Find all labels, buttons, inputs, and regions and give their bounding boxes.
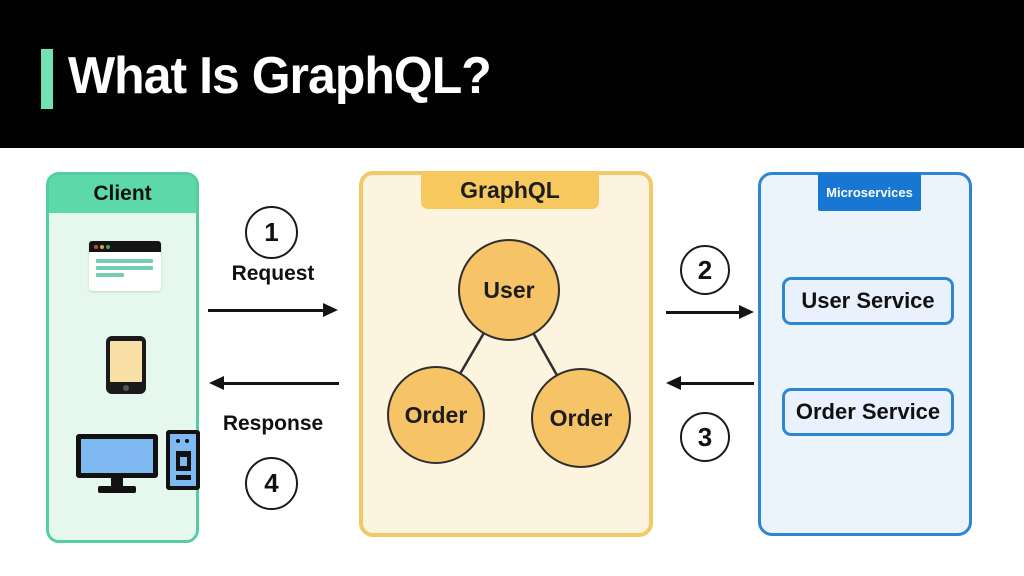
response-label: Response [222, 412, 324, 435]
step-1-badge: 1 [245, 206, 298, 259]
microservices-panel-title: Microservices [818, 173, 921, 211]
tower-led [185, 439, 189, 443]
title-accent-bar [41, 49, 53, 109]
browser-window-icon [89, 241, 161, 291]
desktop-computer-icon [76, 430, 200, 496]
tower-led [176, 439, 180, 443]
request-label: Request [231, 262, 315, 285]
client-panel: Client [46, 172, 200, 543]
phone-screen [110, 341, 142, 382]
browser-dot-green [106, 245, 110, 249]
step-2-badge: 2 [680, 245, 730, 295]
request-arrow [208, 303, 338, 318]
arrow-shaft [666, 311, 742, 314]
step-3-badge: 3 [680, 412, 730, 462]
arrow-head [209, 376, 224, 390]
browser-dot-yellow [100, 245, 104, 249]
browser-text-line [96, 259, 153, 263]
arrow-shaft [208, 309, 326, 312]
arrow-shaft [221, 382, 339, 385]
tower-drive-window [180, 457, 187, 466]
phone-home-button [123, 385, 129, 391]
services-to-graphql-arrow [666, 376, 754, 391]
graphql-to-services-arrow [666, 305, 754, 320]
arrow-head [666, 376, 681, 390]
graph-node-user: User [458, 239, 560, 341]
computer-tower [166, 430, 200, 490]
tower-drive-bay [176, 451, 191, 471]
graph-node-order-left: Order [387, 366, 485, 464]
graphql-panel: GraphQL User Order Order [359, 171, 653, 537]
node-connector-lines [434, 289, 583, 419]
monitor-base [98, 486, 136, 493]
arrow-shaft [678, 382, 754, 385]
user-service-box: User Service [782, 277, 954, 325]
smartphone-icon [106, 336, 146, 394]
monitor-screen [76, 434, 158, 478]
browser-titlebar [89, 241, 161, 252]
tower-slot [176, 475, 191, 480]
graphql-panel-title: GraphQL [421, 171, 599, 209]
page-title: What Is GraphQL? [68, 47, 492, 105]
arrow-head [323, 303, 338, 317]
arrow-head [739, 305, 754, 319]
browser-dot-red [94, 245, 98, 249]
browser-text-line [96, 273, 124, 277]
monitor-stand [111, 478, 123, 487]
phone-notch [118, 336, 134, 341]
order-service-box: Order Service [782, 388, 954, 436]
step-4-badge: 4 [245, 457, 298, 510]
response-arrow [209, 376, 339, 391]
header-bar: What Is GraphQL? [0, 0, 1024, 148]
client-panel-title: Client [49, 175, 196, 213]
microservices-panel: Microservices User Service Order Service [758, 172, 972, 536]
graph-node-order-right: Order [531, 368, 631, 468]
browser-text-line [96, 266, 153, 270]
